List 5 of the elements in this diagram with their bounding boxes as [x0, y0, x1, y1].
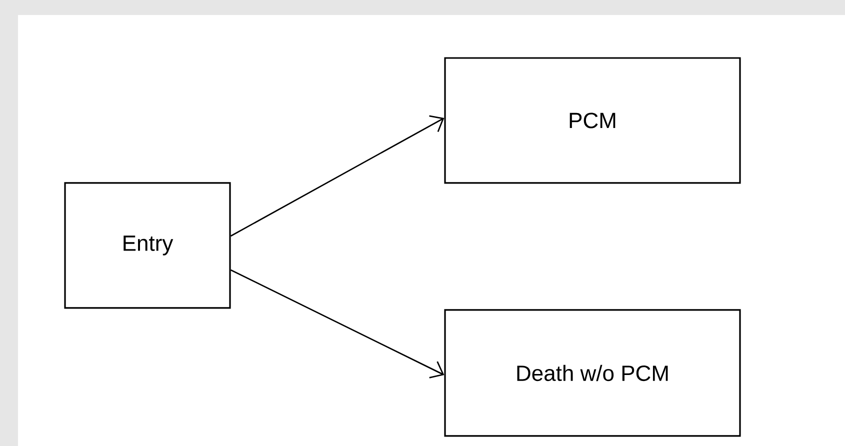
arrow	[230, 115, 444, 237]
process-box: PCM	[444, 57, 741, 184]
arrow	[230, 269, 444, 378]
process-box: Entry	[64, 182, 231, 309]
process-box: Death w/o PCM	[444, 309, 741, 437]
